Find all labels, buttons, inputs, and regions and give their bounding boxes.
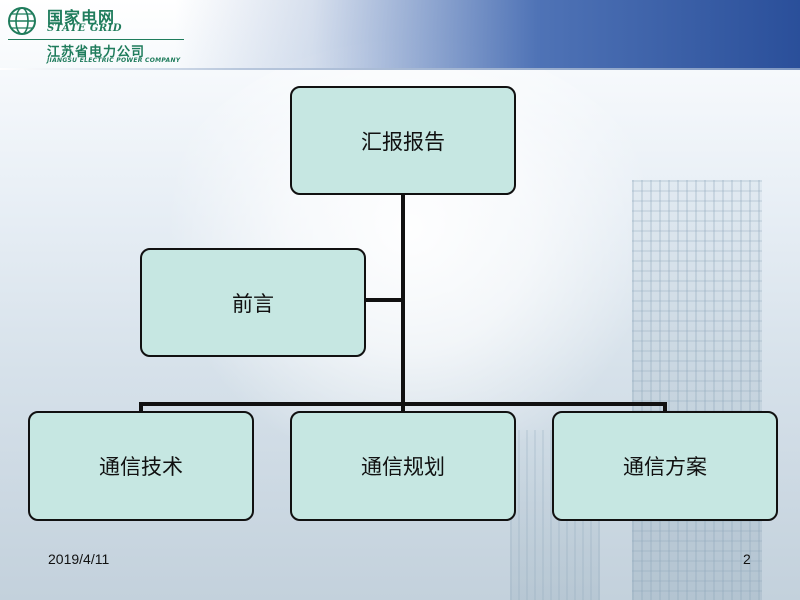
org-node-child: 通信方案 (552, 411, 778, 521)
company-name-cn: 江苏省电力公司 (47, 45, 146, 60)
header-divider (0, 68, 800, 70)
logo-divider (8, 39, 184, 40)
footer-date: 2019/4/11 (48, 551, 110, 567)
slide-header: 国家电网 STATE GRID 江苏省电力公司 JIANGSU ELECTRIC… (0, 0, 800, 68)
state-grid-globe-icon (8, 7, 36, 35)
logo-title-en: STATE GRID (47, 23, 123, 34)
org-node-child: 通信规划 (290, 411, 516, 521)
logo-title-cn: 国家电网 (47, 8, 116, 27)
org-node-assistant: 前言 (140, 248, 366, 357)
org-node-child: 通信技术 (28, 411, 254, 521)
header-band (175, 0, 800, 68)
company-name-en: JIANGSU ELECTRIC POWER COMPANY (47, 57, 181, 64)
org-node-root: 汇报报告 (290, 86, 516, 195)
page-number: 2 (743, 551, 751, 567)
